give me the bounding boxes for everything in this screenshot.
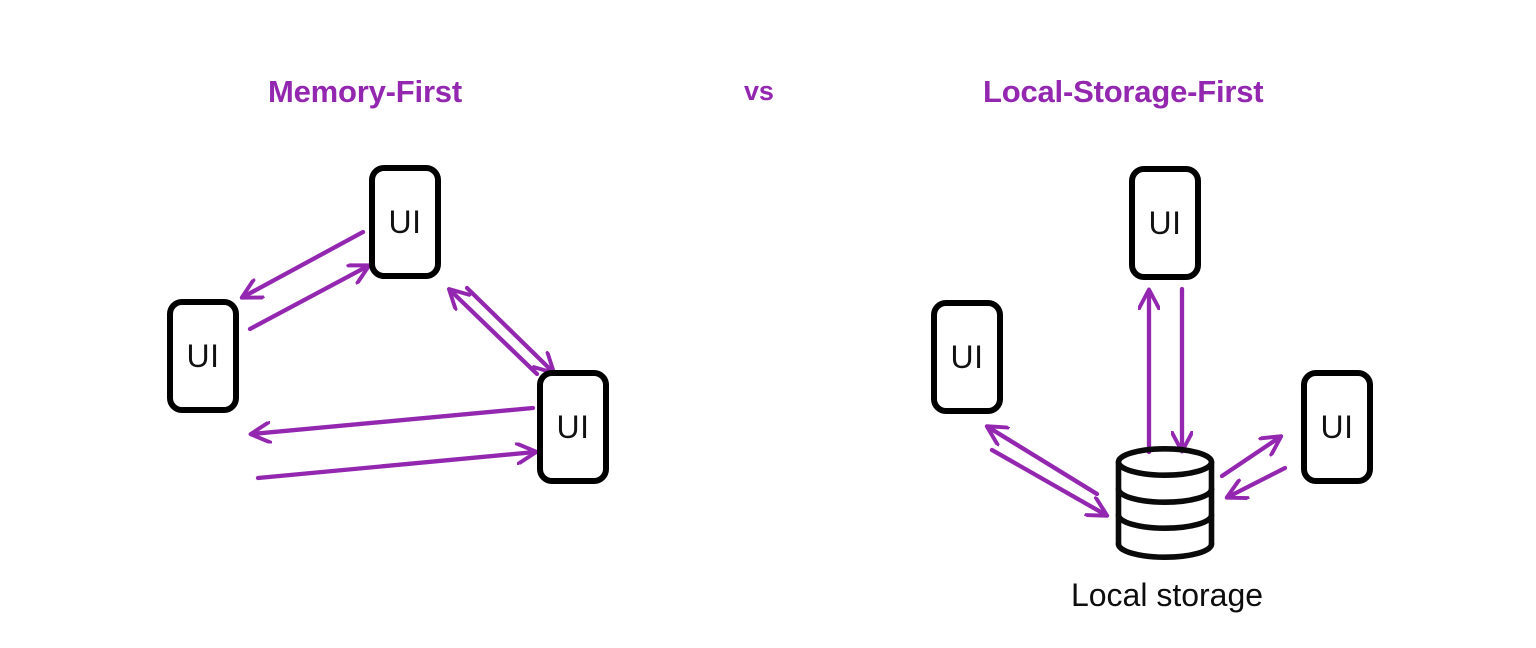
arrow-ls-db-to-left (988, 427, 1100, 497)
ui-device-label: UI (1148, 205, 1182, 241)
arrow-ls-db-to-right (1219, 437, 1280, 479)
database-cylinder-icon[interactable] (1114, 445, 1216, 561)
ui-device-box-storage-left[interactable]: UI (931, 300, 1003, 414)
database-label: Local storage (1070, 577, 1264, 613)
arrow-mem-right-to-left (252, 405, 536, 434)
ui-device-box-memory-right[interactable]: UI (537, 370, 609, 484)
ui-device-box-memory-top[interactable]: UI (369, 165, 441, 279)
ui-device-label: UI (186, 338, 220, 374)
ui-device-label: UI (1320, 409, 1354, 445)
ui-device-label: UI (950, 339, 984, 375)
arrow-mem-left-to-right (255, 452, 535, 481)
arrow-mem-top-to-left (243, 229, 366, 297)
ui-device-label: UI (388, 204, 422, 240)
ui-device-box-storage-top[interactable]: UI (1129, 166, 1201, 280)
ui-device-box-storage-right[interactable]: UI (1301, 370, 1373, 484)
arrow-mem-top-to-right (464, 285, 553, 372)
heading-memory-first: Memory-First (268, 74, 462, 109)
arrow-ls-left-to-db (989, 447, 1106, 515)
ui-device-box-memory-left[interactable]: UI (167, 299, 239, 413)
ui-device-label: UI (556, 409, 590, 445)
heading-local-storage-first: Local-Storage-First (983, 74, 1264, 109)
arrow-mem-left-to-top (247, 266, 368, 332)
arrow-mem-right-to-top (450, 290, 540, 377)
arrow-ls-right-to-db (1228, 465, 1288, 497)
heading-separator-vs: vs (744, 76, 774, 106)
